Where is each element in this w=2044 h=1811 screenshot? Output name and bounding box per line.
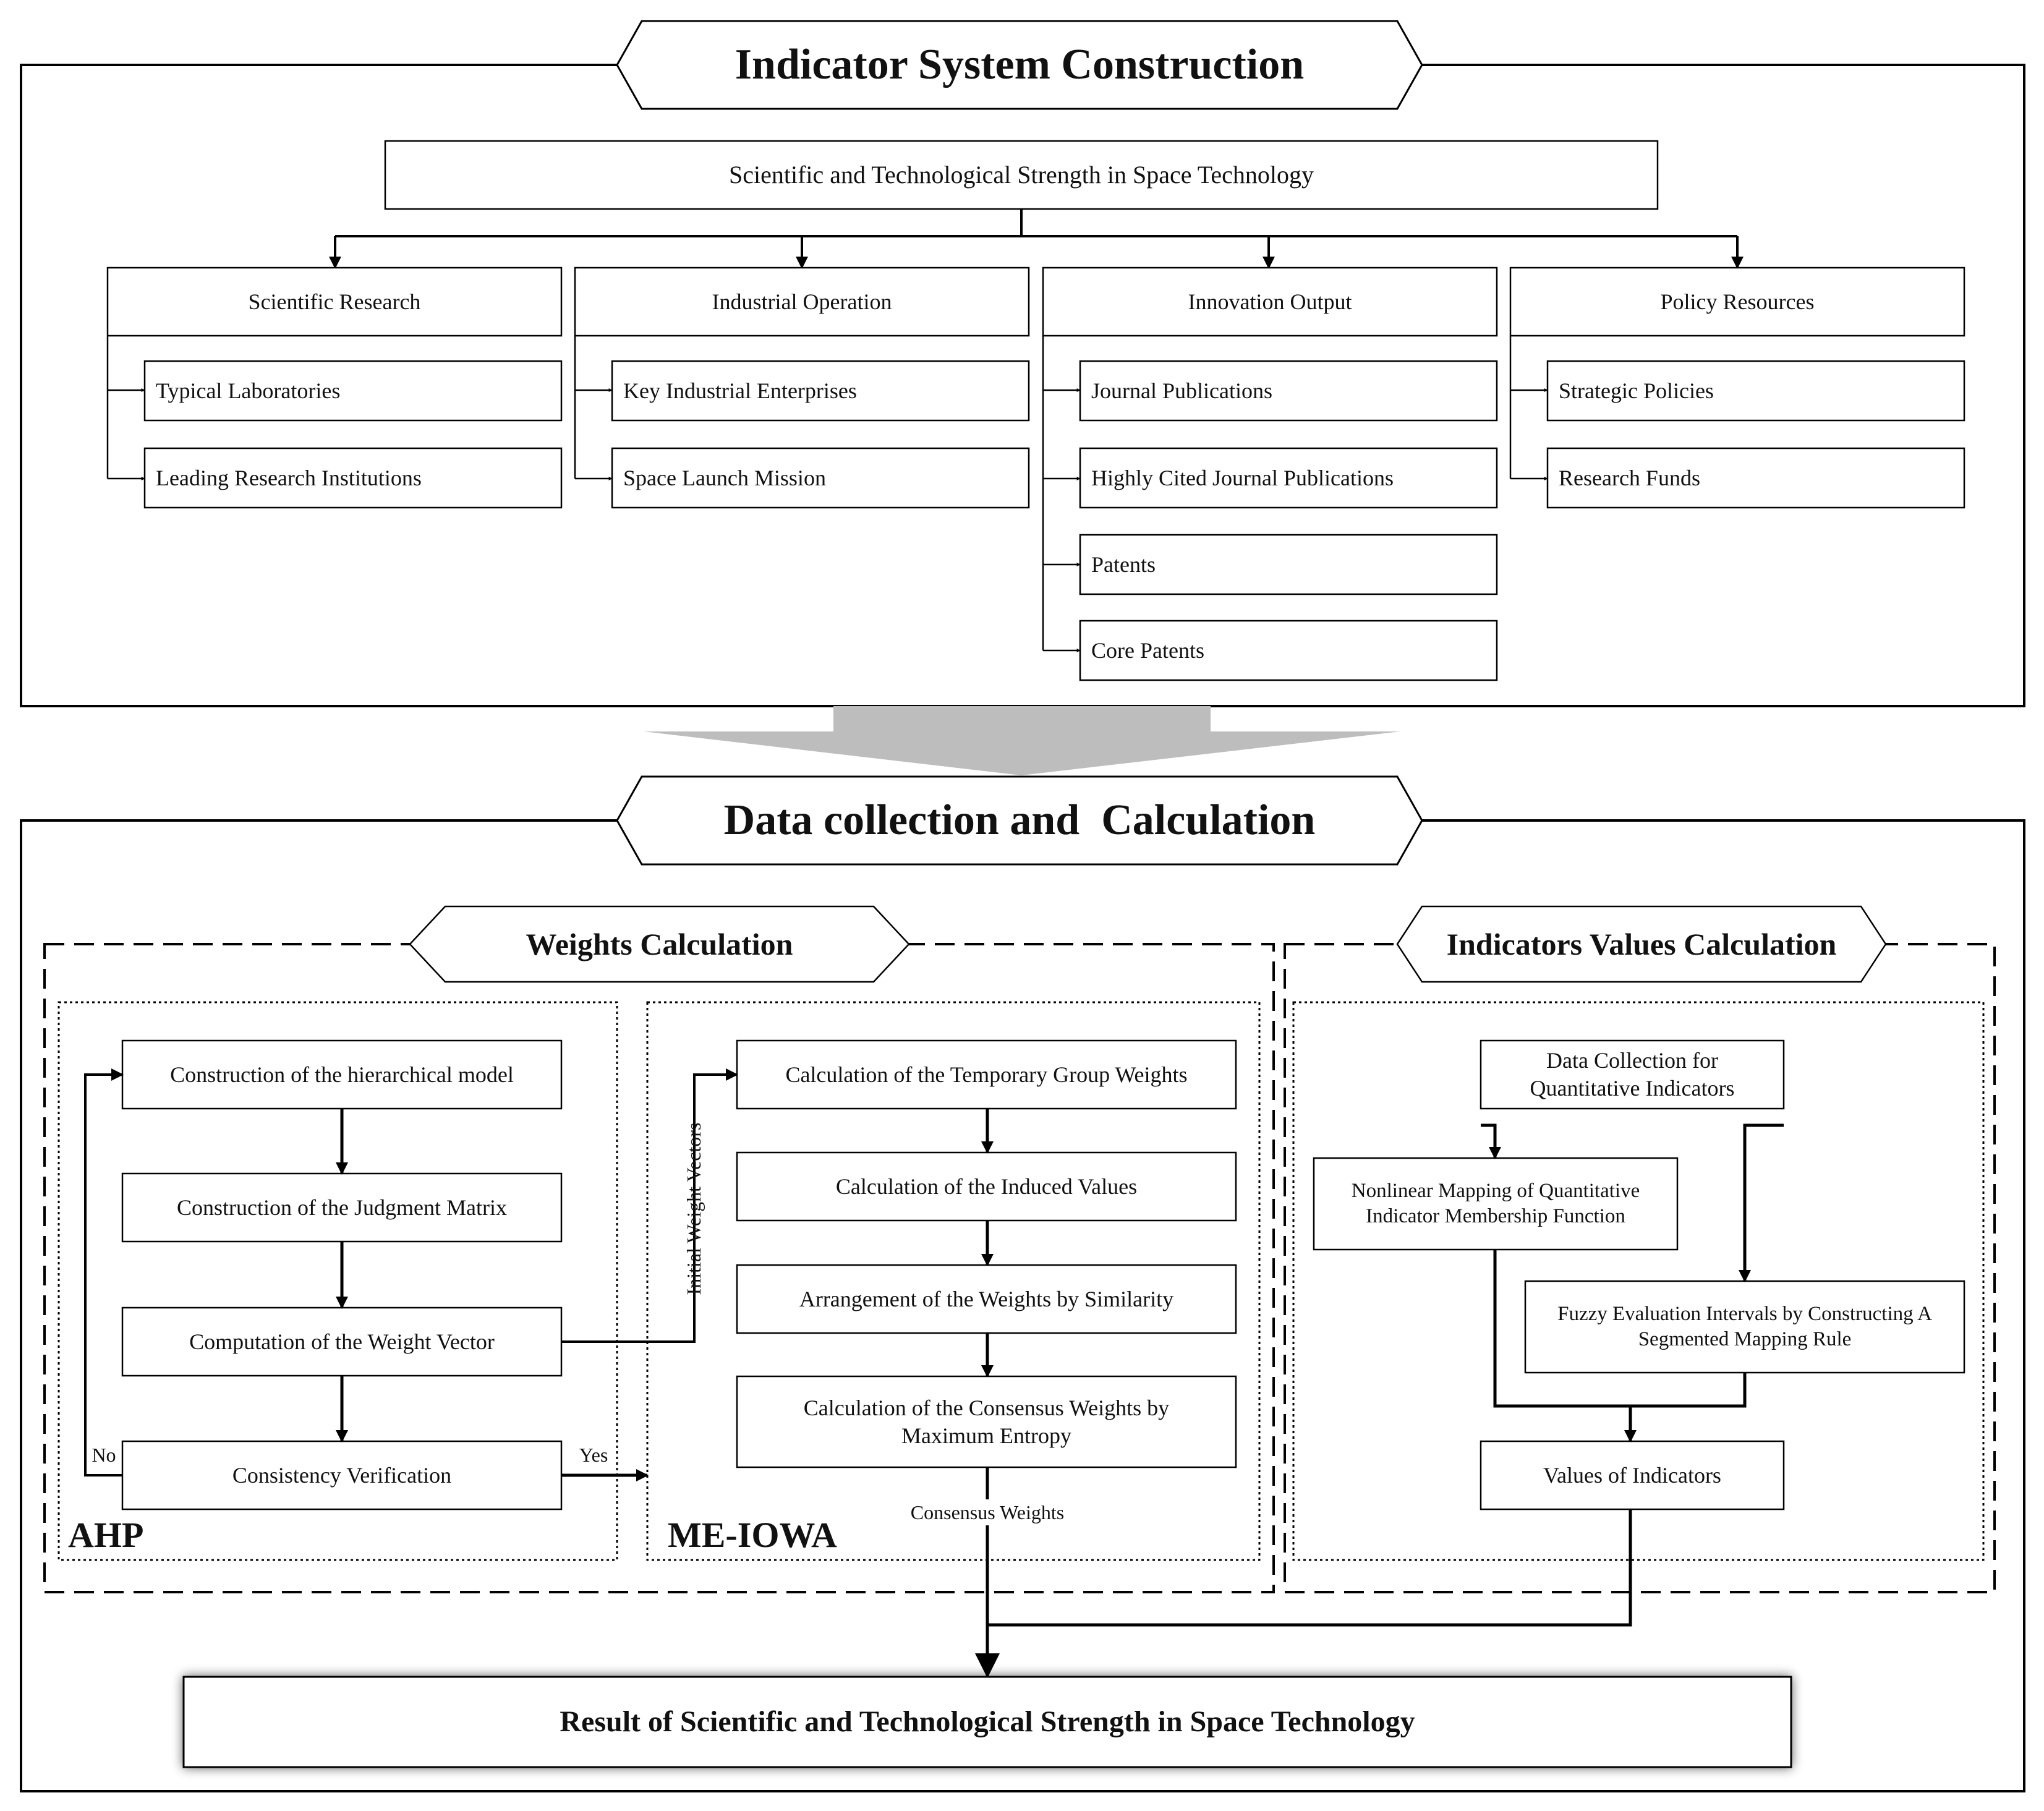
item-leading-research-institutions: Leading Research Institutions bbox=[156, 465, 422, 490]
result-box bbox=[182, 1676, 1792, 1768]
item-box bbox=[1079, 360, 1498, 422]
item-research-funds: Research Funds bbox=[1559, 465, 1700, 490]
item-key-industrial-enterprises: Key Industrial Enterprises bbox=[623, 378, 857, 403]
item-box bbox=[143, 447, 563, 509]
ahp-step-box bbox=[121, 1306, 563, 1377]
ahp-label: AHP bbox=[68, 1514, 144, 1555]
indicators-inner-group bbox=[1292, 1001, 1985, 1561]
nonlinear-mapping-box bbox=[1313, 1157, 1679, 1251]
data-collection-label: Data Collection for Quantitative Indicat… bbox=[1530, 1048, 1735, 1101]
category-box bbox=[1042, 266, 1498, 337]
category-policy-resources: Policy Resources bbox=[1660, 289, 1815, 314]
weights-group bbox=[43, 943, 1275, 1593]
category-box bbox=[1509, 266, 1965, 337]
bottom-section-title: Data collection and Calculation bbox=[723, 796, 1316, 845]
item-box bbox=[143, 360, 563, 422]
item-box bbox=[1546, 360, 1965, 422]
ahp-step-judgment-matrix: Construction of the Judgment Matrix bbox=[177, 1195, 507, 1220]
item-box bbox=[611, 447, 1030, 509]
item-box bbox=[1079, 534, 1498, 595]
values-of-indicators-box bbox=[1480, 1440, 1785, 1511]
meiowa-step-arrangement-by-similarity: Arrangement of the Weights by Similarity bbox=[799, 1286, 1174, 1311]
item-box bbox=[1079, 447, 1498, 509]
ahp-step-hierarchical-model: Construction of the hierarchical model bbox=[170, 1062, 514, 1087]
item-patents: Patents bbox=[1091, 552, 1156, 577]
item-space-launch-mission: Space Launch Mission bbox=[623, 465, 826, 490]
category-industrial-operation: Industrial Operation bbox=[712, 289, 892, 314]
category-box bbox=[106, 266, 563, 337]
consensus-weights-label: Consensus Weights bbox=[864, 1499, 1111, 1525]
item-box bbox=[1546, 447, 1965, 509]
ahp-group bbox=[57, 1001, 618, 1561]
ahp-step-weight-vector: Computation of the Weight Vector bbox=[189, 1329, 495, 1354]
top-section-title: Indicator System Construction bbox=[735, 41, 1305, 89]
bottom-title-banner bbox=[616, 775, 1423, 866]
root-label: Scientific and Technological Strength in… bbox=[728, 161, 1314, 189]
ahp-step-box bbox=[121, 1039, 563, 1110]
meiowa-step-induced-values: Calculation of the Induced Values bbox=[835, 1174, 1138, 1199]
values-of-indicators-label: Values of Indicators bbox=[1543, 1462, 1721, 1488]
data-collection-box bbox=[1480, 1039, 1785, 1110]
indicators-values-calculation-title: Indicators Values Calculation bbox=[1446, 926, 1837, 961]
category-scientific-research: Scientific Research bbox=[248, 289, 421, 314]
meiowa-group bbox=[646, 1001, 1261, 1561]
meiowa-step-consensus-weights: Calculation of the Consensus Weights by … bbox=[803, 1395, 1170, 1448]
initial-weight-vectors-label: Initial Weight Vectors bbox=[683, 1122, 705, 1295]
item-strategic-policies: Strategic Policies bbox=[1559, 378, 1714, 403]
root-box bbox=[384, 140, 1659, 210]
ahp-step-consistency-verification: Consistency Verification bbox=[232, 1462, 452, 1488]
meiowa-step-box bbox=[736, 1264, 1237, 1334]
item-box bbox=[611, 360, 1030, 422]
item-typical-laboratories: Typical Laboratories bbox=[156, 378, 341, 403]
no-label: No bbox=[92, 1444, 116, 1466]
indicators-title-banner bbox=[1396, 905, 1887, 983]
fuzzy-evaluation-label: Fuzzy Evaluation Intervals by Constructi… bbox=[1557, 1302, 1932, 1350]
item-highly-cited-journal-publications: Highly Cited Journal Publications bbox=[1091, 465, 1394, 490]
section-transition-arrow bbox=[644, 706, 1400, 775]
meiowa-step-box bbox=[736, 1151, 1237, 1222]
top-title-banner bbox=[616, 20, 1423, 110]
weights-title-banner bbox=[409, 905, 910, 983]
result-label: Result of Scientific and Technological S… bbox=[560, 1705, 1415, 1738]
category-innovation-output: Innovation Output bbox=[1188, 289, 1352, 314]
category-box bbox=[574, 266, 1030, 337]
yes-label: Yes bbox=[579, 1444, 608, 1466]
weights-calculation-title: Weights Calculation bbox=[526, 926, 793, 961]
indicators-group bbox=[1284, 943, 1996, 1593]
meiowa-label: ME-IOWA bbox=[668, 1514, 837, 1555]
nonlinear-mapping-label: Nonlinear Mapping of Quantitative Indica… bbox=[1351, 1179, 1640, 1227]
item-journal-publications: Journal Publications bbox=[1091, 378, 1272, 403]
fuzzy-evaluation-box bbox=[1524, 1280, 1965, 1374]
meiowa-step-temporary-group-weights: Calculation of the Temporary Group Weigh… bbox=[785, 1062, 1188, 1087]
item-core-patents: Core Patents bbox=[1091, 637, 1204, 663]
item-box bbox=[1079, 620, 1498, 681]
meiowa-step-box bbox=[736, 1039, 1237, 1110]
